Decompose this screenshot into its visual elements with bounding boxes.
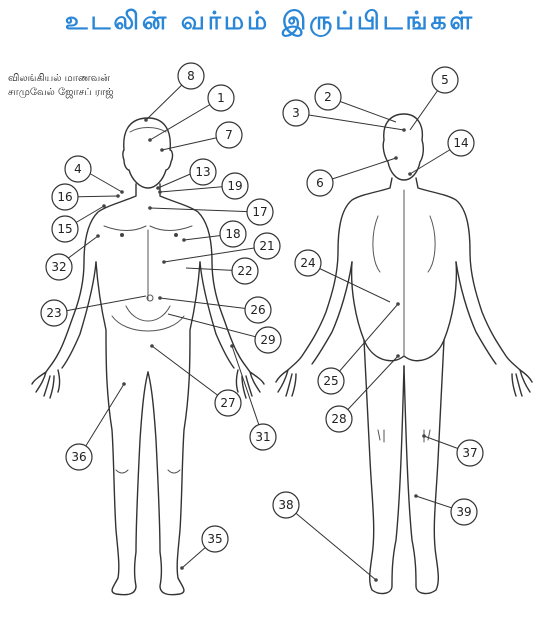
- svg-text:22: 22: [237, 264, 252, 278]
- label-38: 38: [273, 492, 299, 518]
- label-7: 7: [216, 122, 242, 148]
- svg-text:19: 19: [227, 179, 242, 193]
- svg-text:16: 16: [57, 190, 72, 204]
- label-14: 14: [448, 130, 474, 156]
- svg-text:1: 1: [217, 91, 225, 105]
- label-26: 26: [245, 297, 271, 323]
- label-29: 29: [255, 327, 281, 353]
- label-22: 22: [232, 258, 258, 284]
- label-28: 28: [326, 406, 352, 432]
- label-31: 31: [250, 424, 276, 450]
- svg-text:37: 37: [462, 446, 477, 460]
- label-13: 13: [190, 159, 216, 185]
- label-16: 16: [52, 184, 78, 210]
- svg-text:36: 36: [71, 450, 86, 464]
- svg-text:21: 21: [259, 239, 274, 253]
- svg-text:25: 25: [323, 374, 338, 388]
- svg-text:14: 14: [453, 136, 468, 150]
- label-23: 23: [41, 300, 67, 326]
- label-24: 24: [295, 250, 321, 276]
- label-35: 35: [202, 526, 228, 552]
- label-25: 25: [318, 368, 344, 394]
- label-4: 4: [65, 156, 91, 182]
- label-3: 3: [283, 100, 309, 126]
- svg-text:5: 5: [441, 73, 449, 87]
- svg-text:7: 7: [225, 128, 233, 142]
- label-5: 5: [432, 67, 458, 93]
- label-1: 1: [208, 85, 234, 111]
- label-6: 6: [307, 170, 333, 196]
- svg-text:4: 4: [74, 162, 82, 176]
- label-bubbles: 8 1 7 13 19 4 16 15 17 18 21 22 32 23 26…: [41, 63, 483, 552]
- label-36: 36: [66, 444, 92, 470]
- svg-text:15: 15: [57, 222, 72, 236]
- svg-text:17: 17: [252, 205, 267, 219]
- svg-text:28: 28: [331, 412, 346, 426]
- svg-text:2: 2: [324, 90, 332, 104]
- label-15: 15: [52, 216, 78, 242]
- svg-text:6: 6: [316, 176, 324, 190]
- label-39: 39: [451, 499, 477, 525]
- svg-text:13: 13: [195, 165, 210, 179]
- svg-text:38: 38: [278, 498, 293, 512]
- svg-text:26: 26: [250, 303, 265, 317]
- svg-text:27: 27: [220, 396, 235, 410]
- label-19: 19: [222, 173, 248, 199]
- label-21: 21: [254, 233, 280, 259]
- label-8: 8: [178, 63, 204, 89]
- svg-text:31: 31: [255, 430, 270, 444]
- svg-text:39: 39: [456, 505, 471, 519]
- svg-text:3: 3: [292, 106, 300, 120]
- label-27: 27: [215, 390, 241, 416]
- label-2: 2: [315, 84, 341, 110]
- svg-text:32: 32: [51, 260, 66, 274]
- label-32: 32: [46, 254, 72, 280]
- svg-text:35: 35: [207, 532, 222, 546]
- svg-text:24: 24: [300, 256, 315, 270]
- svg-text:8: 8: [187, 69, 195, 83]
- label-18: 18: [220, 221, 246, 247]
- svg-text:18: 18: [225, 227, 240, 241]
- svg-text:29: 29: [260, 333, 275, 347]
- svg-text:23: 23: [46, 306, 61, 320]
- label-17: 17: [247, 199, 273, 225]
- label-37: 37: [457, 440, 483, 466]
